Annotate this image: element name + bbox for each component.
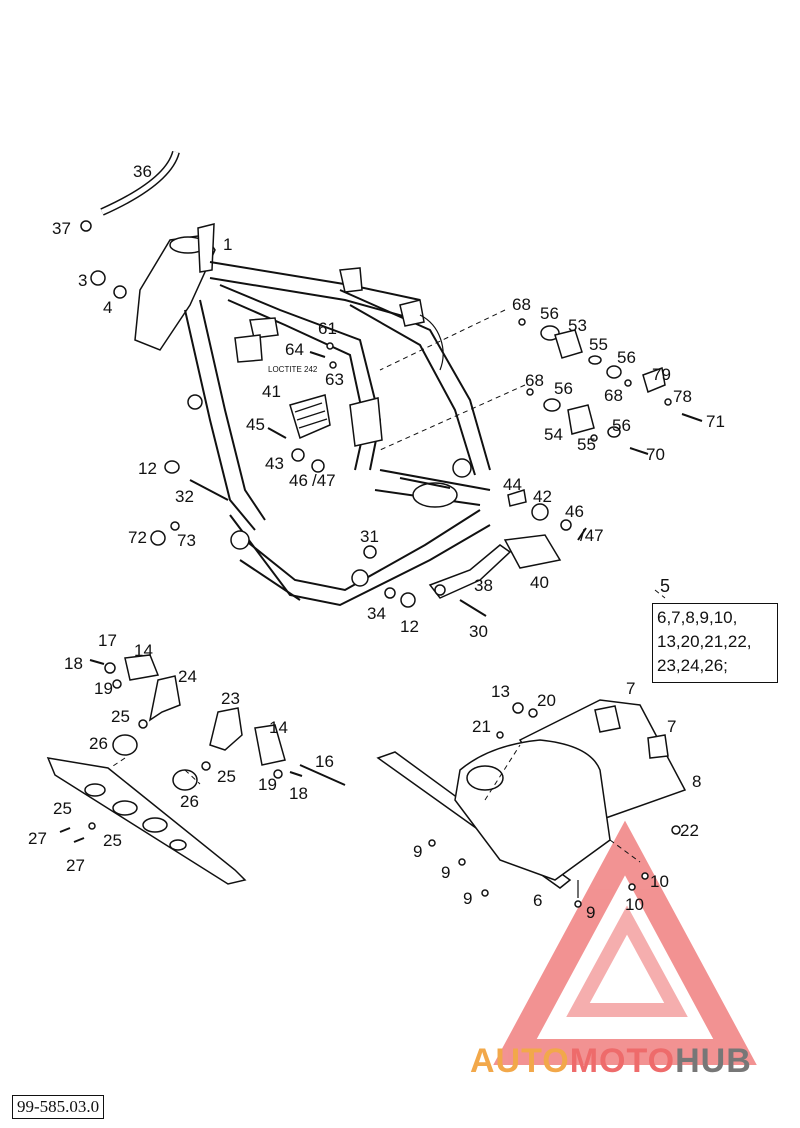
part-label: 13 (491, 682, 510, 701)
part-label: 54 (544, 425, 563, 444)
part-label: 3 (78, 271, 87, 290)
watermark-part: MOTO (569, 1042, 676, 1080)
part-label: 14 (134, 641, 153, 660)
part-label: 9 (413, 842, 422, 861)
part-label: 73 (177, 531, 196, 550)
part-label: 68 (512, 295, 531, 314)
part-label: 46 (565, 502, 584, 521)
part-label: 72 (128, 528, 147, 547)
part-label: 56 (554, 379, 573, 398)
part-label: 43 (265, 454, 284, 473)
part-label: 27 (66, 856, 85, 875)
part-label: 42 (533, 487, 552, 506)
part-label: 7 (626, 679, 635, 698)
part-label: 25 (111, 707, 130, 726)
part-label: 18 (289, 784, 308, 803)
part-label: 53 (568, 316, 587, 335)
part-label: 14 (269, 718, 288, 737)
part-label: 55 (589, 335, 608, 354)
part-label: 56 (540, 304, 559, 323)
part-label: 7 (667, 717, 676, 736)
hose-part-36 (100, 150, 180, 216)
part-label: 1 (223, 235, 232, 254)
kit-contents-box: 6,7,8,9,10, 13,20,21,22, 23,24,26; (652, 603, 778, 683)
part-label: 70 (646, 445, 665, 464)
part-label: 38 (474, 576, 493, 595)
part-number-labels: 36 37 1 3 4 68 56 53 61 55 56 64 LOCTITE… (28, 162, 725, 922)
lower-left-mount-assembly (46, 654, 346, 885)
part-label: 45 (246, 415, 265, 434)
part-label: 64 (285, 340, 304, 359)
part-label: 25 (53, 799, 72, 818)
part-label: 34 (367, 604, 386, 623)
skid-plate-assembly (376, 699, 687, 908)
part-label: 71 (706, 412, 725, 431)
part-label: 61 (318, 319, 337, 338)
part-label: 9 (441, 863, 450, 882)
part-label: 4 (103, 298, 112, 317)
part-label: 44 (503, 475, 522, 494)
part-label: 46 (289, 471, 308, 490)
part-label: 8 (692, 772, 701, 791)
part-label: 23 (221, 689, 240, 708)
part-label: 10 (650, 872, 669, 891)
hardware-parts (80, 220, 703, 617)
part-label: 30 (469, 622, 488, 641)
part-label: 36 (133, 162, 152, 181)
loctite-note: LOCTITE 242 (268, 365, 318, 374)
kit-contents-line: 13,20,21,22, (657, 632, 752, 651)
watermark-logo-icon (493, 820, 757, 1065)
part-label: /47 (312, 471, 336, 490)
part-label: 16 (315, 752, 334, 771)
part-label: 20 (537, 691, 556, 710)
part-label: 25 (103, 831, 122, 850)
part-label: 21 (472, 717, 491, 736)
part-label: 10 (625, 895, 644, 914)
part-label: 19 (94, 679, 113, 698)
part-label: 24 (178, 667, 197, 686)
kit-number-label: 5 (660, 576, 671, 596)
kit-contents-line: 23,24,26; (657, 656, 728, 675)
part-label: 68 (525, 371, 544, 390)
part-label: 56 (617, 348, 636, 367)
part-label: 41 (262, 382, 281, 401)
part-label: 9 (586, 903, 595, 922)
part-label: 31 (360, 527, 379, 546)
part-label: 79 (652, 365, 671, 384)
part-label: 55 (577, 435, 596, 454)
part-label: 9 (463, 889, 472, 908)
watermark-part: HUB (675, 1042, 752, 1080)
kit-contents-line: 6,7,8,9,10, (657, 608, 738, 627)
part-label: 40 (530, 573, 549, 592)
part-label: 68 (604, 386, 623, 405)
part-label: 12 (138, 459, 157, 478)
part-label: 17 (98, 631, 117, 650)
part-label: 6 (533, 891, 542, 910)
part-label: 18 (64, 654, 83, 673)
part-label: 26 (89, 734, 108, 753)
part-label: /47 (580, 526, 604, 545)
part-label: 63 (325, 370, 344, 389)
diagram-reference-code: 99-585.03.0 (12, 1095, 105, 1119)
part-label: 56 (612, 416, 631, 435)
part-label: 32 (175, 487, 194, 506)
part-label: 12 (400, 617, 419, 636)
frame-drawing (134, 223, 491, 607)
part-label: 22 (680, 821, 699, 840)
part-label: 78 (673, 387, 692, 406)
part-label: 27 (28, 829, 47, 848)
watermark-part: AUTO (470, 1042, 570, 1080)
part-label: 37 (52, 219, 71, 238)
watermark-text: AUTOMOTOHUB (470, 1042, 752, 1081)
part-label: 26 (180, 792, 199, 811)
leader-lines (109, 309, 666, 863)
part-label: 25 (217, 767, 236, 786)
part-label: 19 (258, 775, 277, 794)
